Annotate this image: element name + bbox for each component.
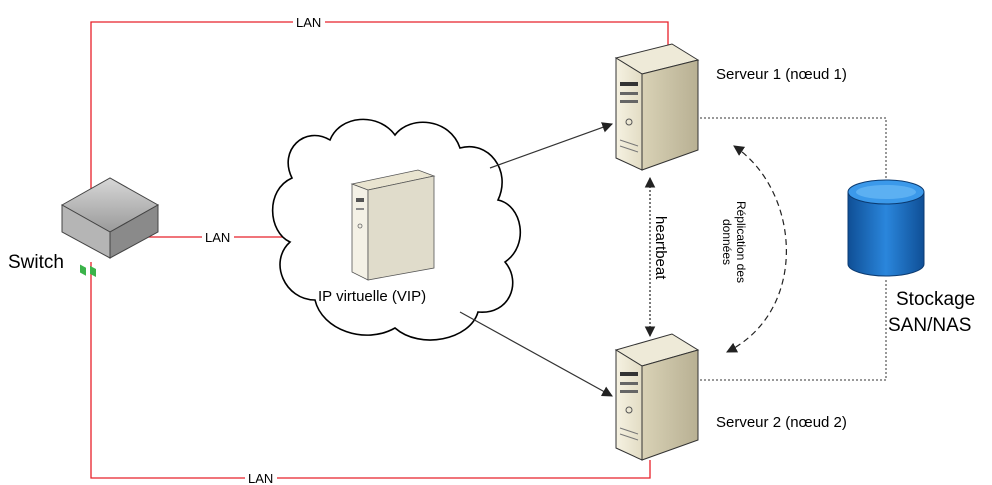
switch-label: Switch: [8, 252, 64, 273]
server-2-storage-link: [700, 278, 887, 381]
storage-label-line1: Stockage: [896, 289, 975, 310]
virtual-server-icon: [350, 169, 436, 281]
switch-icon: [60, 177, 160, 278]
server-1-icon: [614, 43, 700, 171]
server-2-label: Serveur 2 (nœud 2): [716, 414, 847, 431]
lan-bottom-line: [90, 262, 651, 479]
lan-middle-label: LAN: [205, 230, 230, 245]
storage-label-line2: SAN/NAS: [888, 315, 971, 336]
heartbeat-label: heartbeat: [652, 216, 669, 280]
server-1-label: Serveur 1 (nœud 1): [716, 66, 847, 83]
lan-bottom-label: LAN: [248, 471, 273, 485]
vip-label: IP virtuelle (VIP): [318, 288, 426, 305]
replication-arrow: [726, 145, 787, 353]
lan-top-line: [90, 21, 669, 200]
server-1-storage-link: [700, 117, 887, 184]
database-icon: [847, 179, 925, 277]
replication-label-line2: données: [720, 219, 734, 265]
replication-label-line1: Réplication des: [734, 201, 748, 283]
server-2-icon: [614, 333, 700, 461]
lan-top-label: LAN: [296, 15, 321, 30]
